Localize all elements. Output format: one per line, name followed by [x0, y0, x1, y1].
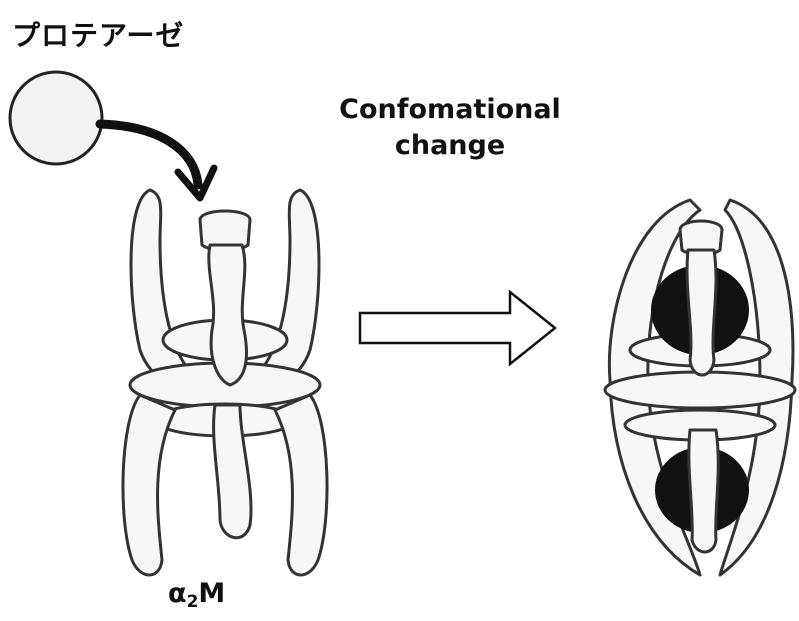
- conformational-change-line1: Confomational: [330, 92, 570, 128]
- alpha2m-subscript: 2: [187, 592, 199, 612]
- conformational-change-line2: change: [330, 128, 570, 164]
- alpha2m-symbol: α: [168, 578, 187, 609]
- conformational-change-label: Confomational change: [330, 92, 570, 164]
- protease-sphere: [10, 72, 102, 164]
- transition-arrow: [360, 292, 555, 364]
- alpha2m-native-structure: [123, 190, 327, 575]
- protease-label: プロテアーゼ: [12, 14, 184, 54]
- alpha2m-label: α2M: [168, 578, 225, 612]
- alpha2m-suffix: M: [198, 578, 225, 609]
